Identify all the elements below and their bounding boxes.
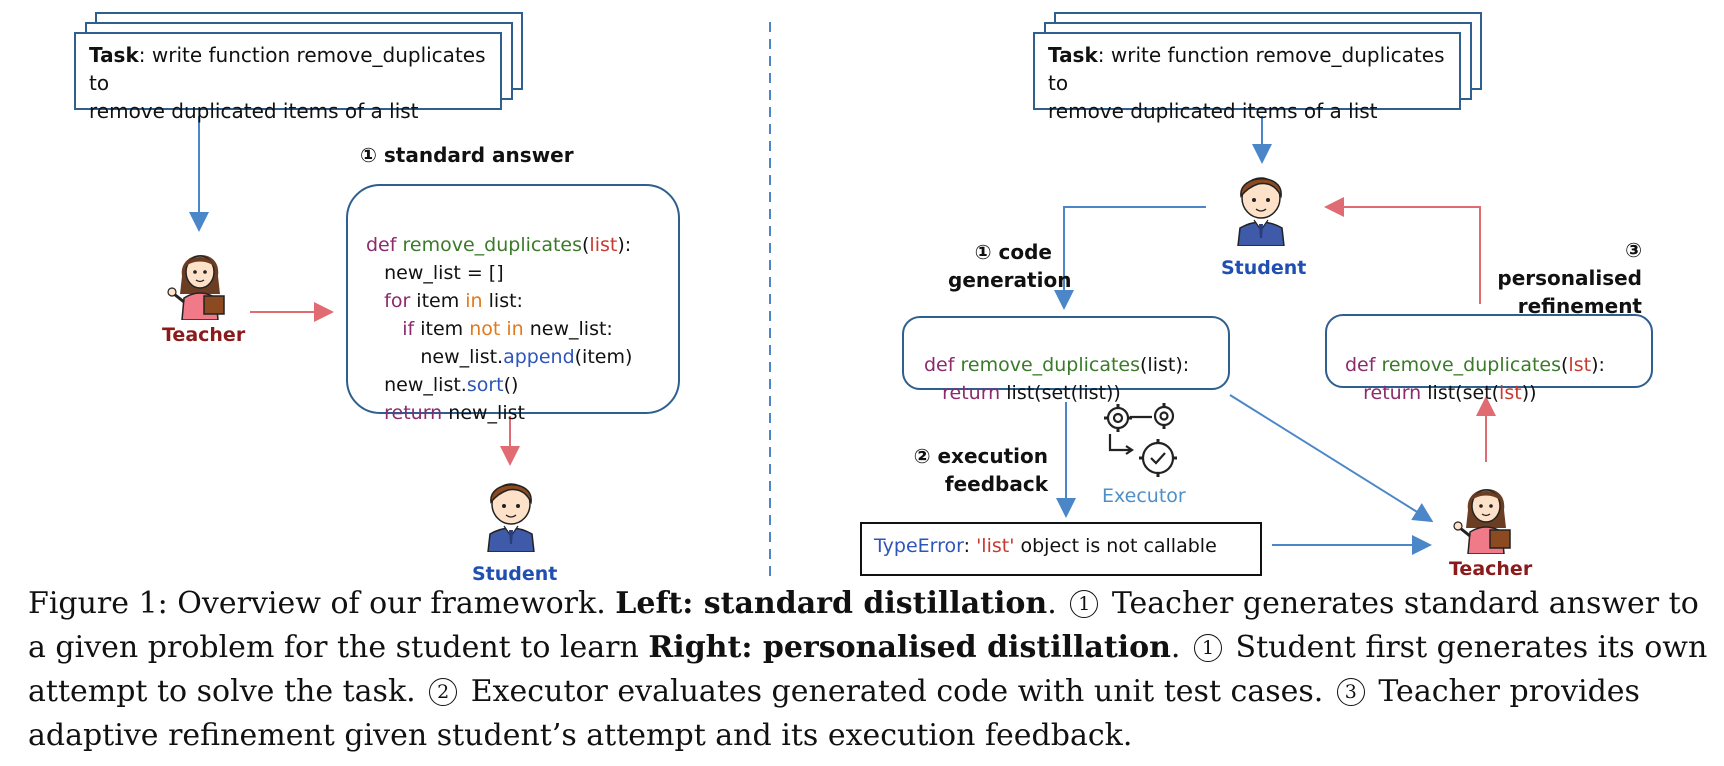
student-code: def remove_duplicates(list): return list… bbox=[924, 354, 1190, 404]
standard-answer-box bbox=[346, 184, 680, 414]
error-text: TypeError: 'list' object is not callable bbox=[874, 535, 1217, 557]
teacher-icon bbox=[167, 254, 225, 320]
right-student-label: Student bbox=[1221, 257, 1307, 279]
connectors-layer bbox=[189, 22, 1496, 578]
teacher-icon bbox=[1453, 488, 1511, 554]
right-task-text: Task: write function remove_duplicates t… bbox=[1048, 43, 1445, 123]
student-code-box bbox=[902, 316, 1230, 390]
arrow-student-to-code bbox=[1054, 206, 1206, 310]
error-feedback-box bbox=[860, 522, 1262, 576]
student-icon bbox=[1237, 177, 1285, 246]
left-task-text: Task: write function remove_duplicates t… bbox=[89, 43, 486, 123]
arrow-refined-to-student bbox=[1324, 197, 1481, 304]
executor-label: Executor bbox=[1102, 485, 1186, 507]
student-icon bbox=[487, 483, 535, 552]
right-teacher-label: Teacher bbox=[1449, 558, 1533, 580]
refined-code: def remove_duplicates(lst): return list(… bbox=[1345, 354, 1605, 404]
standard-answer-code: def remove_duplicates(list): new_list = … bbox=[366, 234, 633, 424]
left-student-label: Student bbox=[472, 563, 558, 585]
arrow-code-to-teacher bbox=[1229, 394, 1434, 523]
left-teacher-label: Teacher bbox=[162, 324, 246, 346]
left-step-label: ① standard answer bbox=[360, 143, 574, 167]
refined-code-box bbox=[1325, 314, 1653, 388]
figure-caption: Figure 1: Overview of our framework. Lef… bbox=[28, 586, 1708, 753]
gears-icon bbox=[1104, 403, 1177, 477]
